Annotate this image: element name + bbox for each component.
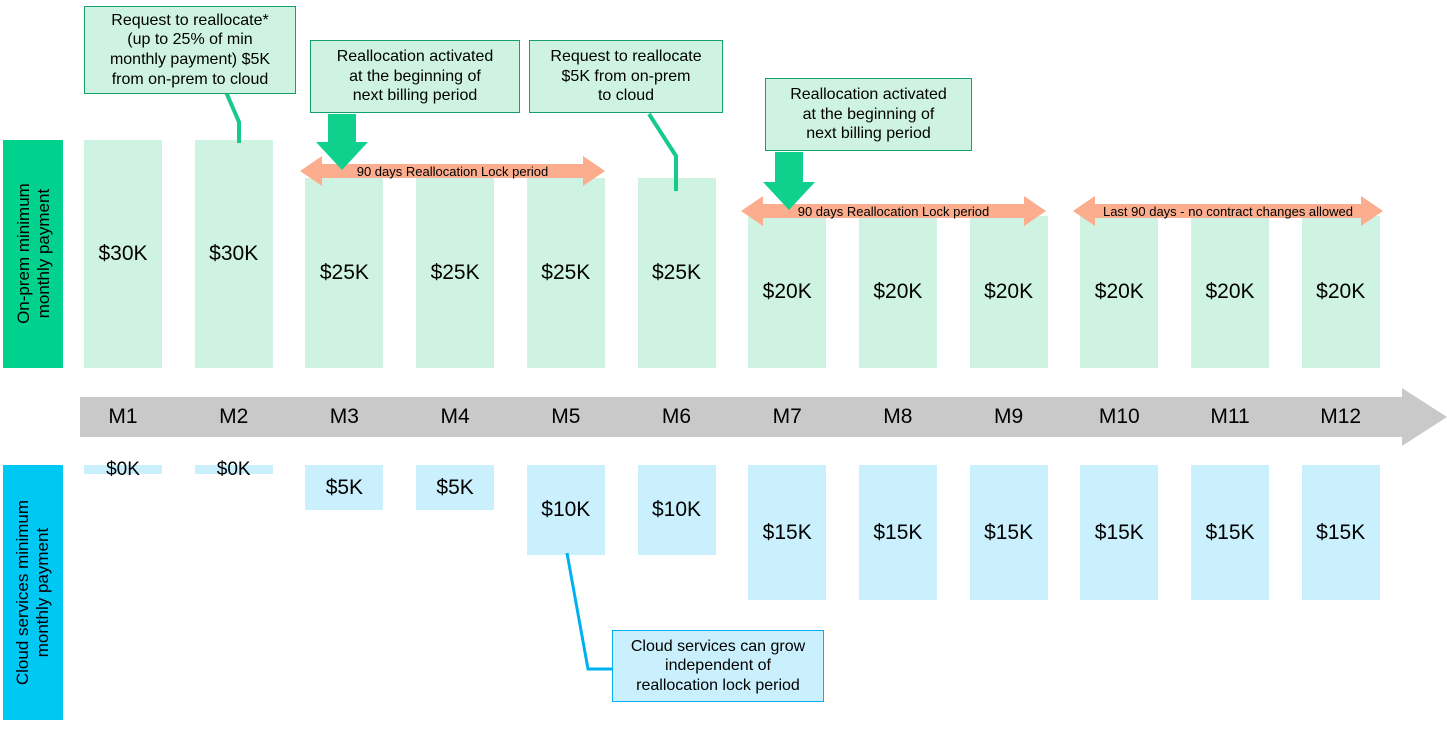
onprem-bar-m1: $30K bbox=[84, 140, 162, 368]
callout-4-text: Reallocation activated at the beginning … bbox=[790, 85, 947, 144]
connector-line-cloud-grow bbox=[565, 552, 612, 671]
month-label-m6: M6 bbox=[661, 405, 692, 428]
callout-reallocation-activated-1[interactable]: Reallocation activated at the beginning … bbox=[310, 40, 520, 113]
callout-4-line-3: next billing period bbox=[806, 125, 931, 143]
onprem-bar-m9: $20K bbox=[969, 216, 1048, 368]
month-label-m10: M10 bbox=[1098, 405, 1140, 428]
lock-arrow-shape-1 bbox=[300, 156, 605, 186]
timeline-axis: M1 M2 M3 M4 M5 M6 M7 M8 M9 M10 M11 M12 bbox=[80, 388, 1447, 446]
cloud-line2: monthly payment bbox=[33, 527, 53, 658]
callout-5-line-1: Cloud services can grow bbox=[630, 637, 806, 655]
callout-3-line-2: $5K from on-prem bbox=[561, 67, 691, 85]
side-label-onprem: On-prem minimum monthly payment bbox=[3, 140, 63, 368]
cloud-bar-m5: $10K bbox=[526, 465, 605, 555]
callout-1-text: Request to reallocate* (up to 25% of min… bbox=[110, 11, 270, 89]
cloud-bar-m4: $5K bbox=[416, 465, 495, 510]
onprem-bar-m4: $25K bbox=[416, 178, 495, 368]
month-label-m3: M3 bbox=[329, 405, 359, 428]
callout-5-text: Cloud services can grow independent of r… bbox=[631, 637, 805, 696]
month-label-m1: M1 bbox=[108, 405, 138, 428]
cloud-line1: Cloud services minimum bbox=[13, 499, 33, 686]
timeline-arrow-head-icon bbox=[1402, 388, 1447, 446]
lock-period-arrow-3: Last 90 days - no contract changes allow… bbox=[1073, 192, 1383, 230]
callout-1-line-1: Request to reallocate* bbox=[111, 11, 269, 29]
month-label-m2: M2 bbox=[219, 405, 249, 428]
callout-1-line-2: (up to 25% of min bbox=[127, 31, 253, 49]
month-label-m8: M8 bbox=[883, 405, 913, 428]
onprem-line2: monthly payment bbox=[33, 189, 52, 319]
callout-1-line-4: from on-prem to cloud bbox=[111, 70, 269, 88]
lock-arrow-shape-3 bbox=[1073, 196, 1383, 226]
cloud-bar-m8: $15K bbox=[858, 465, 937, 600]
lock-period-arrow-2: 90 days Reallocation Lock period bbox=[741, 192, 1046, 230]
onprem-bar-m10: $20K bbox=[1080, 216, 1159, 368]
onprem-bar-m3: $25K bbox=[305, 178, 384, 368]
month-label-m11: M11 bbox=[1210, 405, 1250, 428]
lock-period-arrow-1: 90 days Reallocation Lock period bbox=[300, 152, 605, 190]
callout-2-text: Reallocation activated at the beginning … bbox=[337, 47, 494, 106]
callout-request-reallocate-2[interactable]: Request to reallocate $5K from on-prem t… bbox=[529, 40, 723, 113]
lock-period-label-3: Last 90 days - no contract changes allow… bbox=[1102, 203, 1354, 219]
onprem-bar-m5: $25K bbox=[526, 178, 605, 368]
month-label-m9: M9 bbox=[994, 405, 1024, 428]
onprem-line1: On-prem minimum bbox=[13, 183, 33, 325]
side-label-cloud: Cloud services minimum monthly payment bbox=[3, 465, 63, 720]
lock-period-label-1: 90 days Reallocation Lock period bbox=[356, 163, 549, 179]
callout-1-line-3: monthly payment) $5K bbox=[109, 51, 271, 68]
lock-period-label-2: 90 days Reallocation Lock period bbox=[797, 203, 990, 219]
callout-4-line-1: Reallocation activated bbox=[790, 86, 947, 104]
connector-line-callout-1 bbox=[224, 91, 241, 143]
cloud-bar-m10: $15K bbox=[1080, 465, 1159, 600]
cloud-bar-m3: $5K bbox=[305, 465, 384, 510]
callout-3-line-3: to cloud bbox=[597, 87, 655, 105]
cloud-bar-m12: $15K bbox=[1301, 465, 1380, 600]
callout-5-line-3: reallocation lock period bbox=[636, 676, 800, 694]
onprem-bar-m6: $25K bbox=[637, 178, 716, 368]
callout-request-reallocate-1[interactable]: Request to reallocate* (up to 25% of min… bbox=[84, 6, 296, 94]
onprem-bar-m7: $20K bbox=[748, 216, 827, 368]
callout-2-line-1: Reallocation activated bbox=[336, 48, 494, 66]
callout-reallocation-activated-2[interactable]: Reallocation activated at the beginning … bbox=[765, 78, 972, 151]
timeline-axis-body bbox=[80, 397, 1402, 437]
lock-arrow-shape-2 bbox=[741, 196, 1046, 226]
month-label-m4: M4 bbox=[440, 405, 470, 428]
side-label-cloud-text: Cloud services minimum monthly payment bbox=[13, 500, 52, 685]
cloud-bar-m7: $15K bbox=[748, 465, 827, 600]
callout-3-line-1: Request to reallocate bbox=[550, 48, 702, 66]
onprem-bar-m8: $20K bbox=[858, 216, 937, 368]
month-label-m5: M5 bbox=[551, 405, 581, 428]
callout-3-text: Request to reallocate $5K from on-prem t… bbox=[550, 47, 701, 106]
callout-2-line-2: at the beginning of bbox=[349, 67, 481, 85]
callout-2-line-3: next billing period bbox=[352, 87, 478, 105]
month-label-m12: M12 bbox=[1320, 405, 1362, 428]
side-label-onprem-text: On-prem minimum monthly payment bbox=[13, 184, 52, 325]
callout-5-line-2: independent of bbox=[665, 657, 771, 675]
month-label-m7: M7 bbox=[772, 405, 802, 428]
onprem-bar-m2: $30K bbox=[194, 140, 273, 368]
cloud-bar-m1: $0K bbox=[84, 459, 162, 480]
callout-4-line-2: at the beginning of bbox=[802, 105, 935, 123]
cloud-bar-m2: $0K bbox=[194, 459, 273, 480]
cloud-bar-m6: $10K bbox=[637, 465, 716, 555]
cloud-bar-m11: $15K bbox=[1191, 465, 1269, 600]
onprem-bar-m11: $20K bbox=[1191, 216, 1269, 368]
cloud-bar-m9: $15K bbox=[969, 465, 1048, 600]
callout-cloud-grow[interactable]: Cloud services can grow independent of r… bbox=[612, 630, 824, 702]
onprem-bar-m12: $20K bbox=[1301, 216, 1380, 368]
